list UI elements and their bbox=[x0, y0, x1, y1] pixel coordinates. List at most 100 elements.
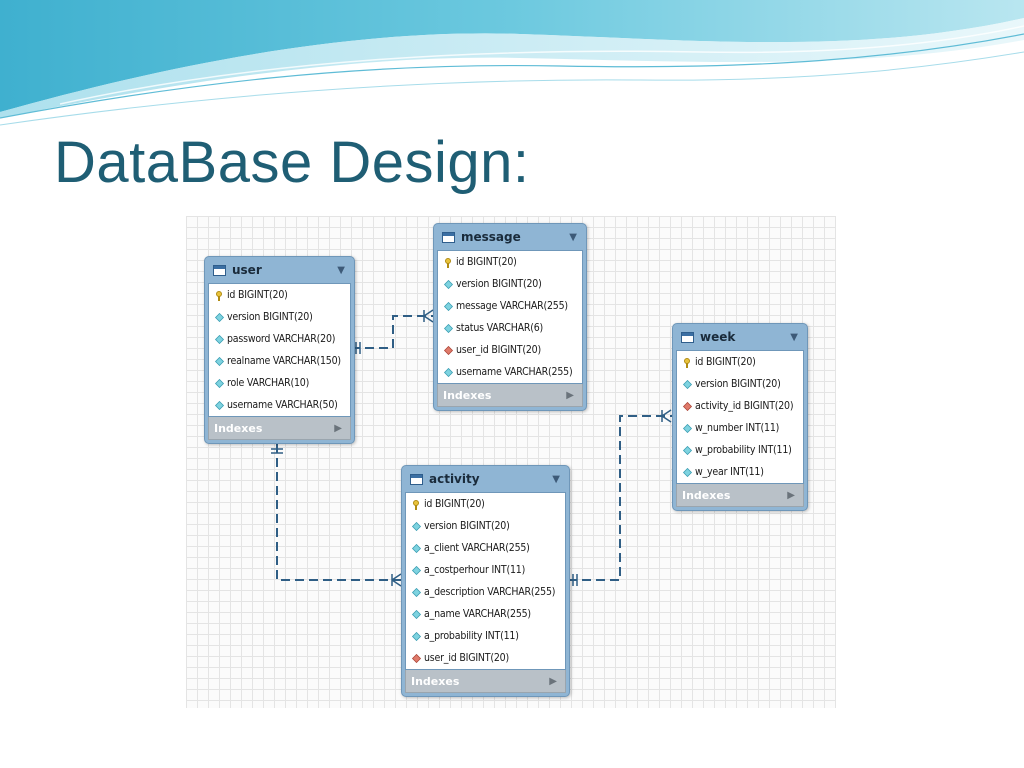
column-icon bbox=[215, 400, 224, 410]
column-row[interactable]: username VARCHAR(255) bbox=[438, 361, 582, 383]
column-label: realname VARCHAR(150) bbox=[227, 355, 341, 367]
column-label: version BIGINT(20) bbox=[424, 520, 510, 532]
foreign-key-icon bbox=[412, 653, 421, 663]
indexes-section[interactable]: Indexes ▶ bbox=[676, 484, 804, 507]
indexes-label: Indexes bbox=[682, 488, 731, 502]
column-row[interactable]: version BIGINT(20) bbox=[209, 306, 350, 328]
column-icon bbox=[412, 609, 421, 619]
column-label: username VARCHAR(255) bbox=[456, 366, 573, 378]
collapse-caret-icon[interactable]: ▼ bbox=[569, 231, 577, 243]
column-label: username VARCHAR(50) bbox=[227, 399, 338, 411]
column-icon bbox=[215, 378, 224, 388]
column-icon bbox=[683, 445, 692, 455]
expand-arrow-icon[interactable]: ▶ bbox=[334, 422, 342, 434]
column-icon bbox=[412, 587, 421, 597]
collapse-caret-icon[interactable]: ▼ bbox=[337, 264, 345, 276]
collapse-caret-icon[interactable]: ▼ bbox=[552, 473, 560, 485]
table-icon bbox=[681, 331, 694, 343]
column-label: a_name VARCHAR(255) bbox=[424, 608, 531, 620]
column-label: version BIGINT(20) bbox=[695, 378, 781, 390]
entity-columns: id BIGINT(20) version BIGINT(20) message… bbox=[437, 250, 583, 384]
column-row[interactable]: password VARCHAR(20) bbox=[209, 328, 350, 350]
column-icon bbox=[683, 379, 692, 389]
entity-header[interactable]: user ▼ bbox=[208, 257, 351, 283]
expand-arrow-icon[interactable]: ▶ bbox=[566, 389, 574, 401]
column-row[interactable]: username VARCHAR(50) bbox=[209, 394, 350, 416]
column-row[interactable]: id BIGINT(20) bbox=[438, 251, 582, 273]
indexes-label: Indexes bbox=[214, 421, 263, 435]
indexes-section[interactable]: Indexes ▶ bbox=[437, 384, 583, 407]
entity-name: week bbox=[700, 330, 736, 344]
entity-message[interactable]: message ▼ id BIGINT(20) version BIGINT(2… bbox=[433, 223, 587, 411]
column-row[interactable]: w_probability INT(11) bbox=[677, 439, 803, 461]
column-row[interactable]: a_name VARCHAR(255) bbox=[406, 603, 565, 625]
column-label: user_id BIGINT(20) bbox=[424, 652, 509, 664]
primary-key-icon bbox=[444, 257, 453, 268]
column-label: id BIGINT(20) bbox=[424, 498, 485, 510]
column-label: id BIGINT(20) bbox=[456, 256, 517, 268]
column-row[interactable]: user_id BIGINT(20) bbox=[406, 647, 565, 669]
column-row[interactable]: status VARCHAR(6) bbox=[438, 317, 582, 339]
entity-columns: id BIGINT(20) version BIGINT(20) activit… bbox=[676, 350, 804, 484]
entity-header[interactable]: message ▼ bbox=[437, 224, 583, 250]
column-icon bbox=[444, 323, 453, 333]
column-row[interactable]: version BIGINT(20) bbox=[677, 373, 803, 395]
entity-columns: id BIGINT(20) version BIGINT(20) a_clien… bbox=[405, 492, 566, 670]
column-row[interactable]: user_id BIGINT(20) bbox=[438, 339, 582, 361]
expand-arrow-icon[interactable]: ▶ bbox=[787, 489, 795, 501]
column-row[interactable]: activity_id BIGINT(20) bbox=[677, 395, 803, 417]
column-label: w_year INT(11) bbox=[695, 466, 764, 478]
column-row[interactable]: w_number INT(11) bbox=[677, 417, 803, 439]
column-label: user_id BIGINT(20) bbox=[456, 344, 541, 356]
primary-key-icon bbox=[215, 290, 224, 301]
column-row[interactable]: id BIGINT(20) bbox=[209, 284, 350, 306]
column-row[interactable]: w_year INT(11) bbox=[677, 461, 803, 483]
column-row[interactable]: id BIGINT(20) bbox=[406, 493, 565, 515]
column-label: role VARCHAR(10) bbox=[227, 377, 310, 389]
collapse-caret-icon[interactable]: ▼ bbox=[790, 331, 798, 343]
entity-week[interactable]: week ▼ id BIGINT(20) version BIGINT(20) … bbox=[672, 323, 808, 511]
entity-activity[interactable]: activity ▼ id BIGINT(20) version BIGINT(… bbox=[401, 465, 570, 697]
column-row[interactable]: realname VARCHAR(150) bbox=[209, 350, 350, 372]
column-label: a_costperhour INT(11) bbox=[424, 564, 526, 576]
column-label: version BIGINT(20) bbox=[227, 311, 313, 323]
column-icon bbox=[683, 467, 692, 477]
expand-arrow-icon[interactable]: ▶ bbox=[549, 675, 557, 687]
table-icon bbox=[410, 473, 423, 485]
column-icon bbox=[444, 367, 453, 377]
table-icon bbox=[442, 231, 455, 243]
column-row[interactable]: a_probability INT(11) bbox=[406, 625, 565, 647]
entity-name: message bbox=[461, 230, 521, 244]
column-icon bbox=[444, 279, 453, 289]
entity-name: activity bbox=[429, 472, 480, 486]
column-label: id BIGINT(20) bbox=[227, 289, 288, 301]
column-label: a_description VARCHAR(255) bbox=[424, 586, 556, 598]
column-row[interactable]: a_description VARCHAR(255) bbox=[406, 581, 565, 603]
column-row[interactable]: message VARCHAR(255) bbox=[438, 295, 582, 317]
header-wave-decoration bbox=[0, 0, 1024, 126]
entity-user[interactable]: user ▼ id BIGINT(20) version BIGINT(20) … bbox=[204, 256, 355, 444]
column-row[interactable]: role VARCHAR(10) bbox=[209, 372, 350, 394]
column-icon bbox=[412, 543, 421, 553]
column-row[interactable]: a_costperhour INT(11) bbox=[406, 559, 565, 581]
column-icon bbox=[412, 565, 421, 575]
column-icon bbox=[215, 334, 224, 344]
column-row[interactable]: a_client VARCHAR(255) bbox=[406, 537, 565, 559]
column-label: version BIGINT(20) bbox=[456, 278, 542, 290]
indexes-label: Indexes bbox=[411, 674, 460, 688]
primary-key-icon bbox=[412, 499, 421, 510]
indexes-section[interactable]: Indexes ▶ bbox=[405, 670, 566, 693]
column-row[interactable]: id BIGINT(20) bbox=[677, 351, 803, 373]
column-row[interactable]: version BIGINT(20) bbox=[406, 515, 565, 537]
table-icon bbox=[213, 264, 226, 276]
column-label: w_probability INT(11) bbox=[695, 444, 792, 456]
entity-columns: id BIGINT(20) version BIGINT(20) passwor… bbox=[208, 283, 351, 417]
indexes-section[interactable]: Indexes ▶ bbox=[208, 417, 351, 440]
column-row[interactable]: version BIGINT(20) bbox=[438, 273, 582, 295]
column-label: w_number INT(11) bbox=[695, 422, 780, 434]
entity-header[interactable]: week ▼ bbox=[676, 324, 804, 350]
foreign-key-icon bbox=[683, 401, 692, 411]
entity-header[interactable]: activity ▼ bbox=[405, 466, 566, 492]
column-icon bbox=[412, 631, 421, 641]
column-label: status VARCHAR(6) bbox=[456, 322, 544, 334]
